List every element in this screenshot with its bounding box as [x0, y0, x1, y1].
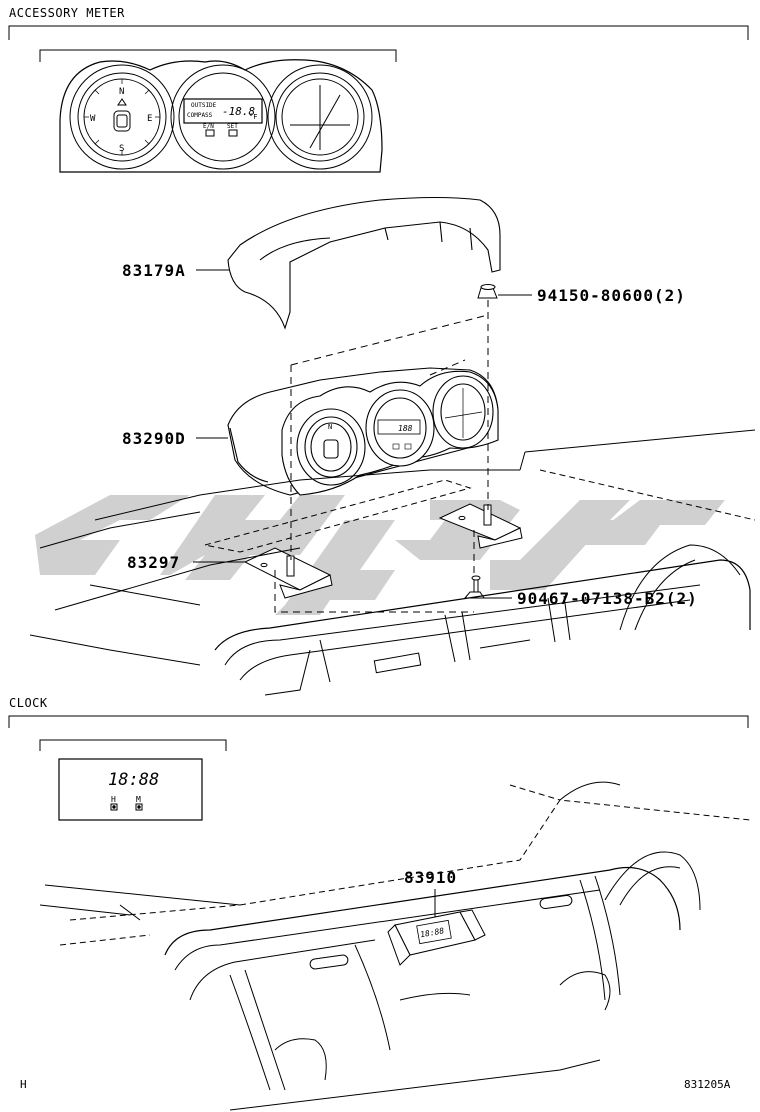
callout-meter-assembly: 83290D — [122, 429, 186, 448]
compass-s-label: S — [119, 144, 124, 154]
compass-label: COMPASS — [187, 112, 213, 119]
assembly-compass-n: N — [328, 423, 332, 431]
outside-label: OUTSIDE — [191, 102, 217, 109]
meter-assembly-labels: N 188 — [328, 423, 413, 433]
callout-leaders — [193, 269, 532, 918]
temperature-display: -18.8 — [222, 105, 255, 118]
screw-part — [463, 575, 485, 599]
clock-inset — [39, 739, 227, 821]
dashboard-lower — [39, 781, 751, 1111]
footer-left-mark: H — [20, 1078, 27, 1091]
compass-w-label: W — [90, 114, 96, 124]
callout-screw: 90467-07138-B2(2) — [517, 589, 698, 608]
meter-inset — [39, 49, 397, 173]
callout-clock: 83910 — [404, 868, 458, 887]
dashboard-upper — [29, 429, 756, 696]
section-title-clock: CLOCK — [9, 696, 48, 710]
meter-cover-part — [227, 196, 501, 330]
set-button-label: SET — [227, 123, 238, 130]
compass-n-label: N — [119, 87, 124, 97]
bracket-left-part — [243, 547, 333, 599]
meter-assembly-part — [227, 367, 499, 496]
clock-part-mini-display: 18:88 — [420, 926, 445, 939]
clock-hour-label: H — [111, 795, 116, 804]
clock-part — [387, 909, 486, 966]
temperature-unit: °F — [249, 113, 257, 121]
assembly-guide-lines — [274, 300, 489, 613]
clock-time-display: 18:88 — [108, 770, 159, 790]
watermark-logo — [35, 495, 725, 615]
bracket-right-part — [438, 503, 523, 549]
callout-bracket: 83297 — [127, 553, 181, 572]
clock-minute-label: M — [136, 795, 141, 804]
drawing-number: 831205A — [684, 1078, 731, 1091]
section-title-accessory-meter: ACCESSORY METER — [9, 6, 125, 20]
assembly-mini-display: 188 — [398, 424, 413, 433]
compass-e-label: E — [147, 114, 152, 124]
clip-part — [477, 284, 498, 299]
section-frame-accessory-meter — [8, 25, 749, 40]
callout-clip: 94150-80600(2) — [537, 286, 686, 305]
callout-meter-cover: 83179A — [122, 261, 186, 280]
section-frame-clock — [8, 715, 749, 728]
meter-inset-labels: N S E W OUTSIDE COMPASS -18.8 °F E/N SET — [90, 87, 257, 154]
clock-inset-labels: 18:88 H M — [108, 770, 159, 804]
en-button-label: E/N — [203, 123, 214, 130]
clock-part-labels: 18:88 — [420, 926, 445, 939]
